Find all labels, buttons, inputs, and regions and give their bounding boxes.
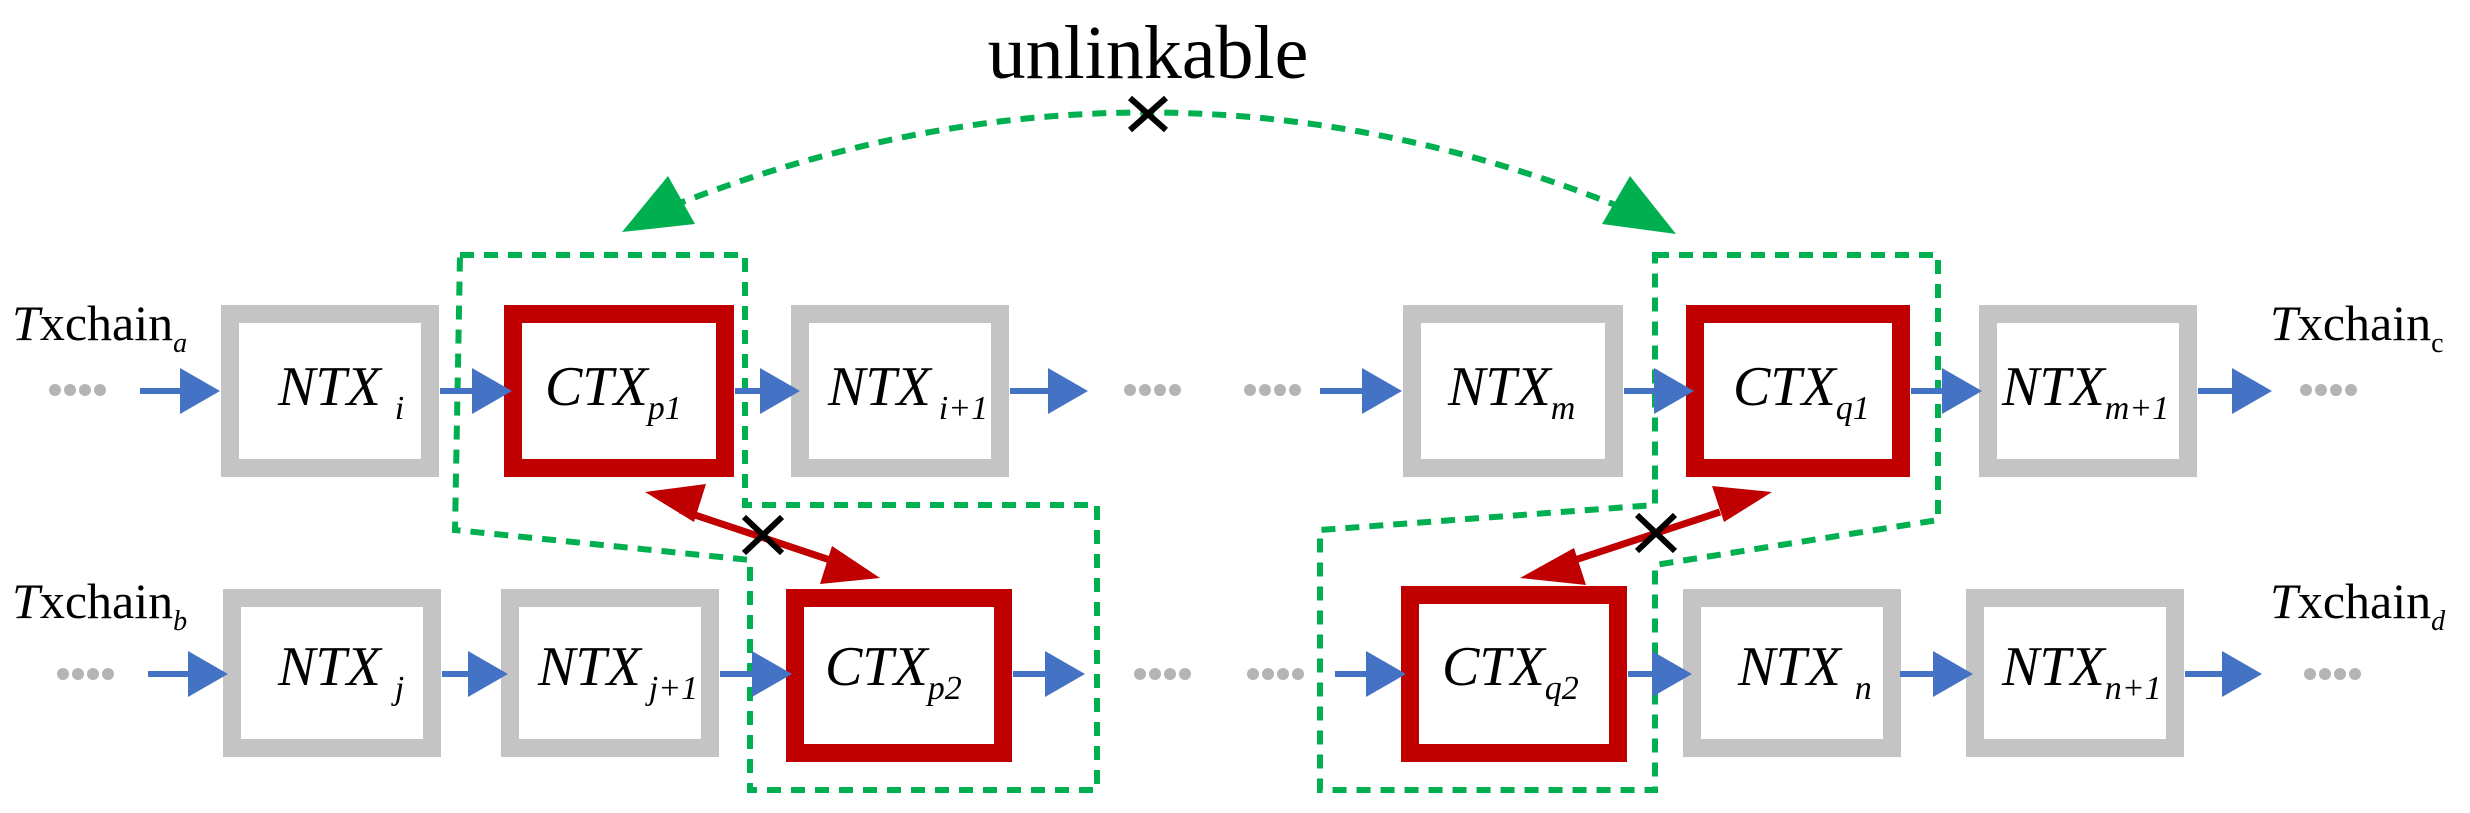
ellipsis-dots-icon — [57, 668, 114, 680]
box-label: NTXn+1 — [2001, 636, 2162, 707]
ellipsis-dots-icon — [1124, 384, 1181, 396]
ntx-box-j — [223, 589, 441, 757]
box-label: CTXp1 — [545, 356, 682, 427]
ellipsis-dots-icon — [1247, 668, 1304, 680]
ellipsis-dots-icon — [2300, 384, 2357, 396]
unlinkable-arc-head-left — [622, 176, 695, 232]
chain-label-d: Txchaind — [2270, 573, 2446, 637]
flow-arrow — [1013, 651, 1085, 697]
chain-label-a: Txchaina — [12, 295, 187, 359]
ntx-box-i — [221, 305, 439, 477]
ntx-box-m1 — [1979, 305, 2197, 477]
flow-arrow — [1335, 651, 1406, 697]
flow-arrow — [1911, 368, 1982, 414]
flow-arrow — [735, 368, 800, 414]
box-label: NTXm — [1447, 356, 1575, 427]
ctx-box-p2 — [786, 589, 1012, 762]
ellipsis-dots-icon — [49, 384, 106, 396]
cross-link-arrow-left — [645, 484, 880, 584]
chain-label-c: Txchainc — [2270, 295, 2444, 359]
flow-arrow — [1628, 651, 1692, 697]
ntx-box-m — [1403, 305, 1623, 477]
flow-arrow — [1900, 651, 1973, 697]
box-label: CTXp2 — [825, 636, 962, 707]
flow-arrow — [1010, 368, 1088, 414]
ellipsis-dots-icon — [2304, 668, 2361, 680]
chain-label-b: Txchainb — [12, 573, 187, 637]
unlinkable-arc-head-right — [1602, 176, 1676, 234]
flow-arrow — [148, 651, 228, 697]
flow-arrow — [1320, 368, 1402, 414]
box-label: NTXm+1 — [2001, 356, 2169, 427]
ntx-box-n — [1683, 589, 1901, 757]
box-label: CTXq2 — [1442, 636, 1579, 707]
flow-arrow — [1624, 368, 1694, 414]
ctx-box-q1 — [1686, 305, 1910, 477]
cross-x-icon — [741, 514, 785, 556]
ctx-box-q2 — [1401, 586, 1627, 762]
ellipsis-dots-icon — [1244, 384, 1301, 396]
group-outline-p — [451, 252, 1100, 793]
ntx-box-j1 — [501, 589, 719, 757]
flow-arrow — [442, 651, 508, 697]
cross-x-icon — [1634, 512, 1678, 554]
ctx-box-p1 — [504, 305, 734, 477]
flow-arrow — [2185, 651, 2262, 697]
flow-arrow — [140, 368, 220, 414]
flow-arrow — [2198, 368, 2272, 414]
cross-x-icon — [1128, 95, 1168, 133]
group-outline-q — [1317, 252, 1941, 793]
box-label: CTXq1 — [1733, 356, 1870, 427]
unlinkable-arc-top — [648, 109, 1642, 218]
diagram-title: unlinkable — [988, 11, 1309, 95]
flow-arrow — [440, 368, 512, 414]
cross-link-arrow-right — [1520, 486, 1772, 585]
ellipsis-dots-icon — [1134, 668, 1191, 680]
ntx-box-n1 — [1966, 589, 2184, 757]
flow-arrow — [720, 651, 792, 697]
